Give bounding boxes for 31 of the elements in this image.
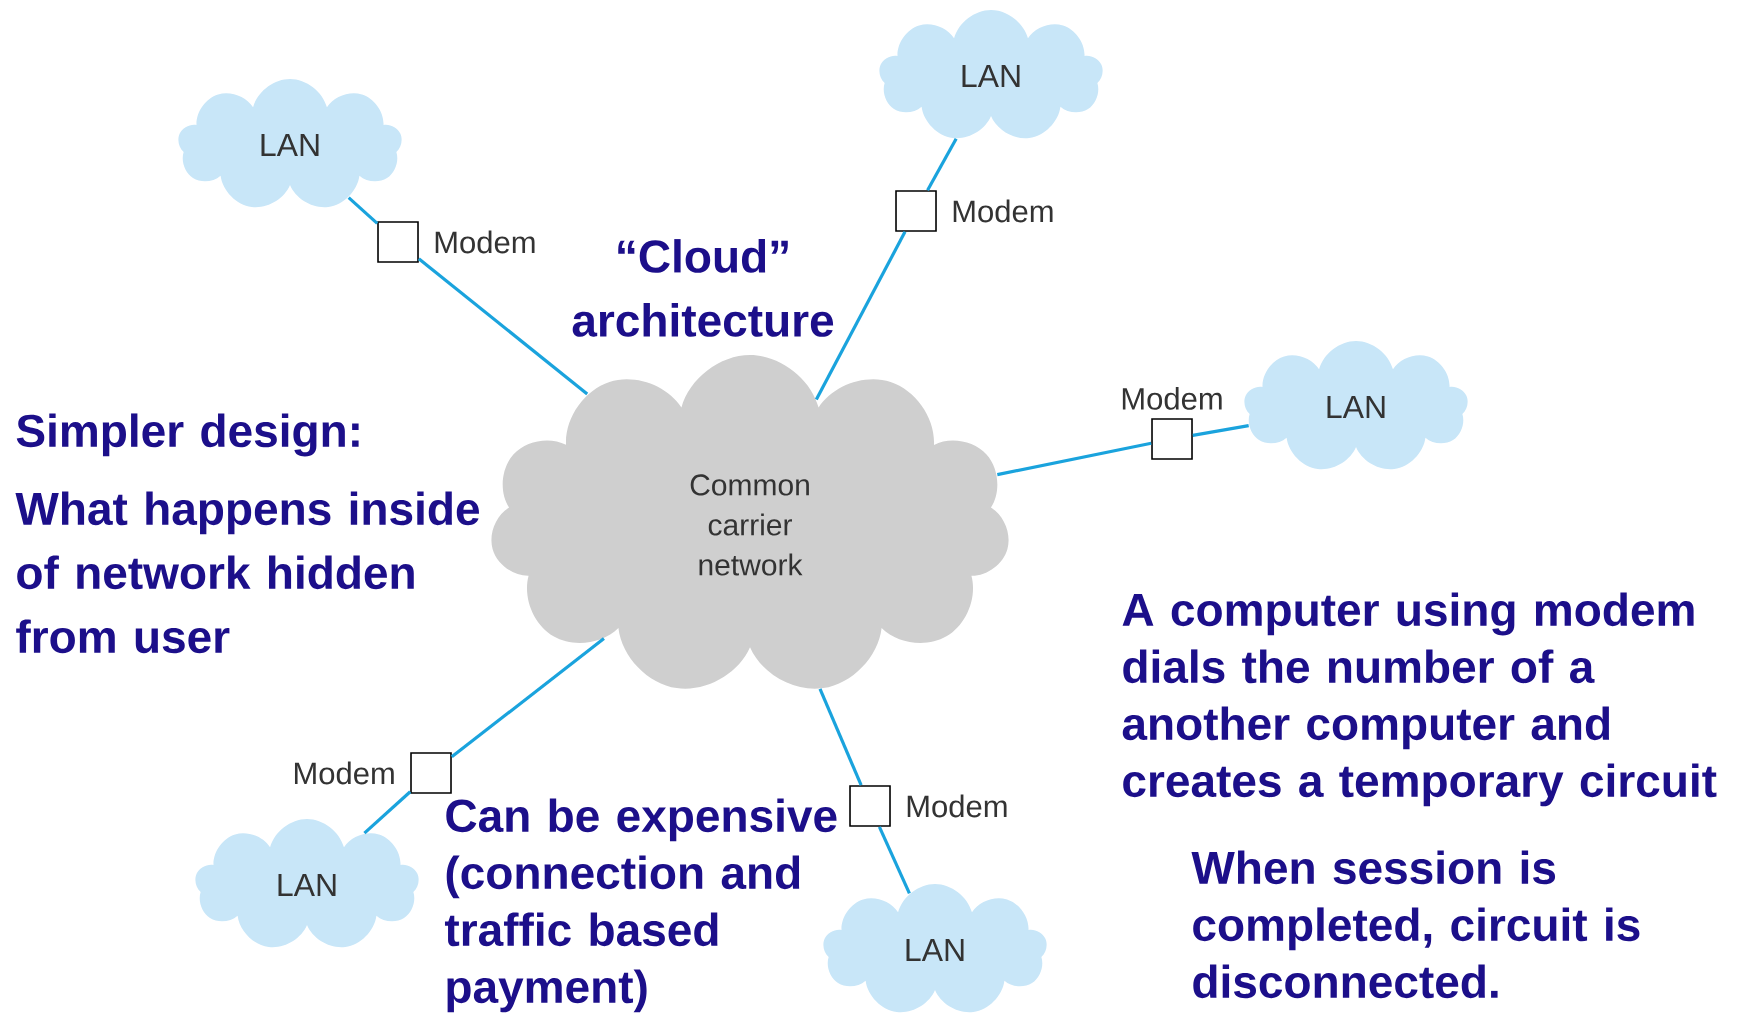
modem-label: Modem xyxy=(295,761,394,785)
lan-cloud: LAN xyxy=(879,10,1103,139)
note-text: What happens inside of network hidden from user xyxy=(15,491,479,654)
lan-cloud: LAN xyxy=(178,79,402,208)
network-cloud: Common carrier network xyxy=(491,355,1009,689)
lan-cloud: LAN xyxy=(1244,341,1468,470)
modem-box xyxy=(410,752,452,794)
modem-label: Modem xyxy=(435,230,535,254)
connection-line xyxy=(926,137,958,191)
modem-label: Modem xyxy=(1122,387,1222,410)
connection-line xyxy=(347,196,379,225)
connection-line xyxy=(363,790,412,835)
connection-line xyxy=(818,688,863,786)
modem-box xyxy=(377,221,419,263)
connection-line xyxy=(417,257,589,396)
modem-label: Modem xyxy=(907,794,1007,818)
connection-line xyxy=(1192,424,1249,437)
note-text: “Cloud” architecture xyxy=(572,239,834,337)
lan-cloud: LAN xyxy=(823,884,1047,1013)
lan-cloud: LAN xyxy=(195,819,419,948)
connection-line xyxy=(814,231,907,401)
connection-line xyxy=(997,441,1152,477)
connection-line xyxy=(450,637,605,759)
modem-box xyxy=(895,190,937,232)
modem-box xyxy=(849,785,891,827)
note-text: Simpler design: xyxy=(16,413,359,457)
note-text: A computer using modem dials the number of a another computer and creates a temporary circuit xyxy=(1122,592,1717,807)
note-text: When session is completed, circuit is disconnected. xyxy=(1191,850,1640,999)
modem-label: Modem xyxy=(953,199,1053,223)
connection-line xyxy=(877,826,911,894)
modem-box xyxy=(1151,418,1193,460)
